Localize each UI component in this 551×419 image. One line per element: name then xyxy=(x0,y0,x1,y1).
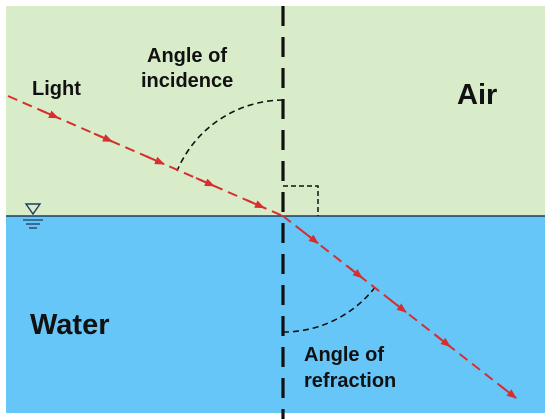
ray-arrow xyxy=(145,155,165,166)
air-label: Air xyxy=(457,79,497,111)
right-angle-marker xyxy=(283,185,319,216)
water-label: Water xyxy=(30,309,110,341)
ray-arrow xyxy=(93,132,113,143)
ray-arrow xyxy=(434,333,451,348)
refraction-angle-arc xyxy=(282,285,377,333)
water-surface-level-icon xyxy=(23,203,43,229)
light-label: Light xyxy=(32,78,81,100)
refracted-ray xyxy=(282,215,517,399)
ray-arrow xyxy=(245,198,265,209)
ray-arrow xyxy=(195,177,215,187)
incidence-label-line2: incidence xyxy=(141,70,233,92)
incident-ray xyxy=(7,95,284,217)
ray-arrow xyxy=(499,384,517,399)
ray-arrow xyxy=(302,230,319,245)
ray-arrow xyxy=(39,109,59,119)
incidence-label-line1: Angle of xyxy=(147,45,227,67)
air-region xyxy=(6,6,545,216)
ray-arrow xyxy=(390,299,407,313)
ray-arrow xyxy=(346,265,363,279)
water-region xyxy=(6,216,545,413)
refraction-label-line2: refraction xyxy=(304,370,396,392)
refraction-label-line1: Angle of xyxy=(304,344,384,366)
